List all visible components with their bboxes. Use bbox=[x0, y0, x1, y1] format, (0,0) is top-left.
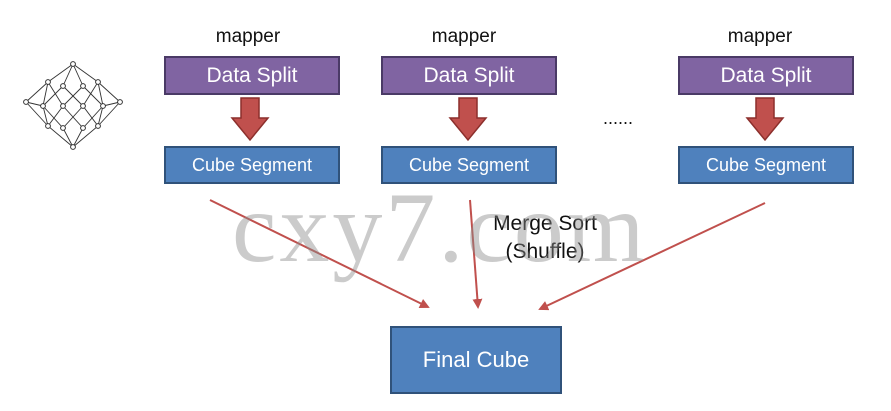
down-arrow-icon bbox=[745, 97, 785, 142]
cube-segment-box: Cube Segment bbox=[678, 146, 854, 184]
down-arrow-icon bbox=[448, 97, 488, 142]
merge-line-center bbox=[469, 199, 483, 309]
merge-sort-line: Merge Sort bbox=[493, 212, 597, 235]
merge-line-left bbox=[209, 199, 430, 308]
cube-segment-box: Cube Segment bbox=[381, 146, 557, 184]
cube-segment-box: Cube Segment bbox=[164, 146, 340, 184]
mapper-label: mapper bbox=[727, 26, 793, 47]
down-arrow-icon bbox=[230, 97, 270, 142]
final-cube-box: Final Cube bbox=[390, 326, 562, 394]
merge-sort-label: Merge Sort (Shuffle) bbox=[470, 210, 620, 266]
ellipsis: ...... bbox=[603, 108, 634, 128]
shuffle-line: (Shuffle) bbox=[505, 240, 585, 263]
data-split-box: Data Split bbox=[678, 56, 854, 95]
data-split-box: Data Split bbox=[381, 56, 557, 95]
watermark: cxy7.com bbox=[232, 172, 648, 283]
lattice-icon bbox=[23, 61, 123, 150]
mapper-label: mapper bbox=[431, 26, 497, 47]
mapper-label: mapper bbox=[215, 26, 281, 47]
data-split-box: Data Split bbox=[164, 56, 340, 95]
merge-line-right bbox=[538, 202, 766, 311]
